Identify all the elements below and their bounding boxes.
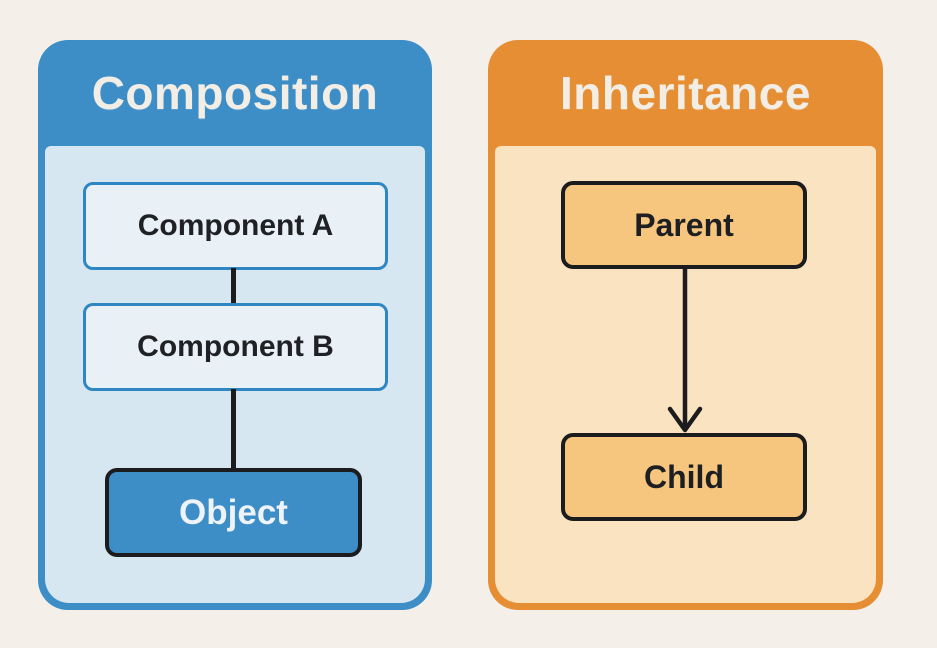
inheritance-panel-body: Parent Child xyxy=(495,146,876,603)
composition-panel: Composition Component A Component B Obje… xyxy=(38,40,432,610)
node-child: Child xyxy=(561,433,807,521)
connector-line-b-object xyxy=(231,389,236,470)
inheritance-panel-title: Inheritance xyxy=(560,67,811,119)
node-object: Object xyxy=(105,468,362,557)
down-arrow-icon xyxy=(663,267,707,435)
node-component-a: Component A xyxy=(83,182,388,270)
composition-panel-body: Component A Component B Object xyxy=(45,146,425,603)
node-parent: Parent xyxy=(561,181,807,269)
connector-line-a-b xyxy=(231,268,236,305)
inheritance-panel: Inheritance Parent Child xyxy=(488,40,883,610)
composition-panel-title: Composition xyxy=(91,67,379,119)
node-component-b: Component B xyxy=(83,303,388,391)
